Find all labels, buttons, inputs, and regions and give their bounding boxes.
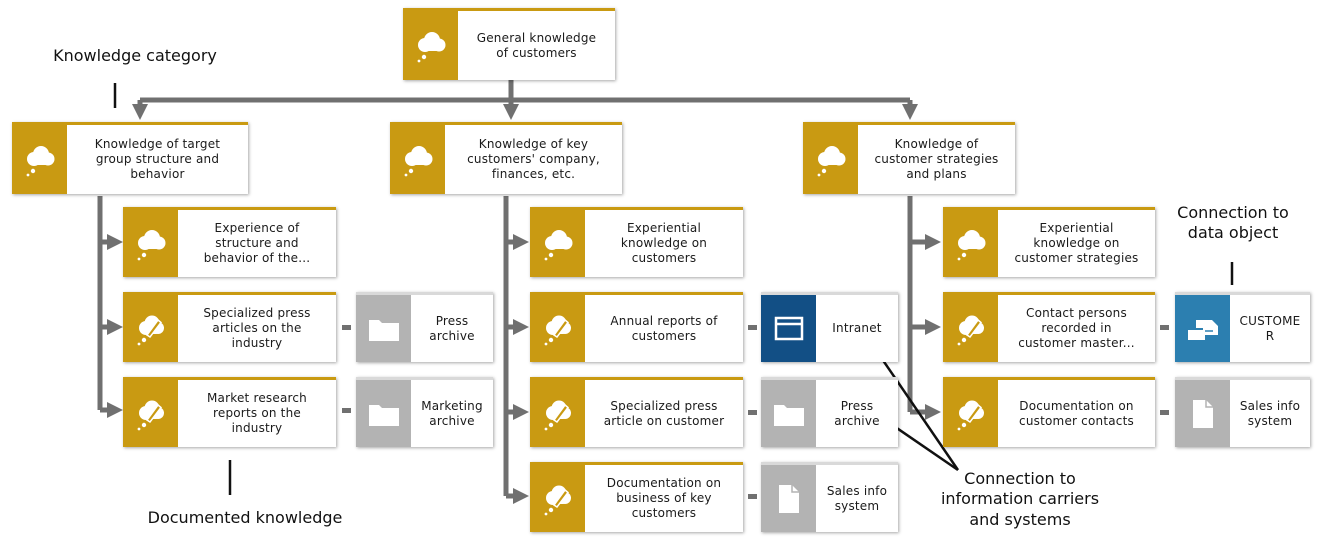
category-label-1: Knowledge of target group structure and … (94, 137, 221, 181)
knowledge-label-c2-1: Experiential knowledge on customers (620, 221, 708, 265)
dash-c3-item-2 (1160, 325, 1169, 330)
folder-icon (761, 380, 816, 447)
category-label-2: Knowledge of key customers' company, fin… (467, 137, 600, 181)
carrier-label-c1-2: Press archive (429, 313, 475, 343)
carrier-node-c1-2[interactable]: Press archive (356, 292, 493, 362)
documented-knowledge-icon (530, 465, 585, 532)
cloud-icon (390, 125, 445, 194)
folder-icon (356, 380, 411, 447)
document-icon (1175, 380, 1230, 447)
annotation-connection-to-carriers: Connection to information carriers and s… (940, 469, 1100, 529)
data-object-label-c3-2: CUSTOME R (1239, 313, 1301, 343)
knowledge-node-c1-3[interactable]: Market research reports on the industry (123, 377, 336, 447)
carrier-node-c2-4[interactable]: Sales info system (761, 462, 898, 532)
dash-c3-item-3 (1160, 410, 1169, 415)
category-node-2[interactable]: Knowledge of key customers' company, fin… (390, 122, 622, 194)
knowledge-label-c2-3: Specialized press article on customer (603, 398, 725, 428)
category-node-1[interactable]: Knowledge of target group structure and … (12, 122, 248, 194)
pointer-press-archive (887, 420, 959, 472)
category-label-3: Knowledge of customer strategies and pla… (874, 137, 999, 181)
data-object-icon (1175, 295, 1230, 362)
window-icon (761, 295, 816, 362)
annotation-connection-to-data-object: Connection to data object (1177, 203, 1289, 243)
documented-knowledge-icon (530, 295, 585, 362)
knowledge-label-c3-2: Contact persons recorded in customer mas… (1018, 306, 1135, 350)
carrier-label-c1-3: Marketing archive (421, 398, 483, 428)
carrier-label-c2-3: Press archive (834, 398, 880, 428)
cloud-icon (803, 125, 858, 194)
knowledge-node-c2-2[interactable]: Annual reports of customers (530, 292, 743, 362)
knowledge-label-c1-2: Specialized press articles on the indust… (203, 306, 311, 350)
system-label-c2-2: Intranet (816, 295, 898, 362)
knowledge-label-c3-3: Documentation on customer contacts (1019, 398, 1134, 428)
documented-knowledge-icon (123, 295, 178, 362)
carrier-label-c3-3: Sales info system (1239, 398, 1301, 428)
dash-c2-item-2 (748, 325, 757, 330)
documented-knowledge-icon (123, 380, 178, 447)
knowledge-node-c3-1[interactable]: Experiential knowledge on customer strat… (943, 207, 1155, 277)
dash-c2-item-4 (748, 494, 757, 499)
knowledge-label-c2-4: Documentation on business of key custome… (606, 476, 722, 520)
knowledge-node-c3-2[interactable]: Contact persons recorded in customer mas… (943, 292, 1155, 362)
carrier-label-c2-4: Sales info system (826, 483, 888, 513)
knowledge-label-c1-1: Experience of structure and behavior of … (203, 221, 311, 265)
annotation-documented-knowledge: Documented knowledge (147, 508, 343, 527)
folder-icon (356, 295, 411, 362)
system-node-c2-2[interactable]: Intranet (761, 292, 898, 362)
knowledge-node-c2-1[interactable]: Experiential knowledge on customers (530, 207, 743, 277)
carrier-node-c3-3[interactable]: Sales info system (1175, 377, 1310, 447)
annotation-knowledge-category: Knowledge category (53, 46, 217, 65)
carrier-node-c2-3[interactable]: Press archive (761, 377, 898, 447)
cloud-icon (12, 125, 67, 194)
knowledge-node-c1-2[interactable]: Specialized press articles on the indust… (123, 292, 336, 362)
dash-c1-item-3 (342, 408, 351, 413)
documented-knowledge-icon (530, 380, 585, 447)
knowledge-node-c2-3[interactable]: Specialized press article on customer (530, 377, 743, 447)
knowledge-node-c1-1[interactable]: Experience of structure and behavior of … (123, 207, 336, 277)
knowledge-label-c1-3: Market research reports on the industry (207, 391, 307, 435)
document-icon (761, 465, 816, 532)
knowledge-node-c2-4[interactable]: Documentation on business of key custome… (530, 462, 743, 532)
documented-knowledge-icon (943, 295, 998, 362)
carrier-node-c1-3[interactable]: Marketing archive (356, 377, 493, 447)
cloud-icon (123, 210, 178, 277)
cloud-icon (943, 210, 998, 277)
root-label: General knowledge of customers (476, 30, 597, 60)
dash-c2-item-3 (748, 410, 757, 415)
data-object-node-c3-2[interactable]: CUSTOME R (1175, 292, 1310, 362)
knowledge-label-c3-1: Experiential knowledge on customer strat… (1014, 221, 1139, 265)
category-node-3[interactable]: Knowledge of customer strategies and pla… (803, 122, 1015, 194)
cloud-icon (530, 210, 585, 277)
pointer-intranet (876, 352, 960, 471)
knowledge-node-c3-3[interactable]: Documentation on customer contacts (943, 377, 1155, 447)
knowledge-label-c2-2: Annual reports of customers (610, 313, 718, 343)
root-node[interactable]: General knowledge of customers (403, 8, 615, 80)
dash-c1-item-2 (342, 325, 351, 330)
documented-knowledge-icon (943, 380, 998, 447)
cloud-icon (403, 11, 458, 80)
